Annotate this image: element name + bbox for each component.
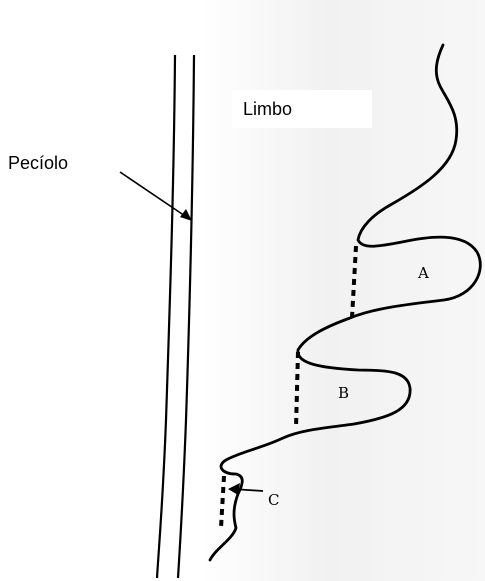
limbo-label: Limbo xyxy=(243,100,292,118)
lobe-b-dashed-base xyxy=(296,352,298,428)
petiole-label: Pecíolo xyxy=(8,154,68,172)
lobe-c-label: C xyxy=(268,493,279,508)
petiole-pointer-arrowhead xyxy=(180,209,192,221)
lobe-a-dashed-base xyxy=(352,246,356,318)
petiole-pointer-arrow xyxy=(120,172,188,218)
lobe-c-dashed-base xyxy=(221,476,224,528)
petiole-right-line xyxy=(178,55,194,578)
lobe-c-arrowhead xyxy=(228,483,240,495)
lobe-a-label: A xyxy=(418,266,429,281)
petiole-left-line xyxy=(157,55,175,578)
lobe-b-label: B xyxy=(338,386,349,401)
